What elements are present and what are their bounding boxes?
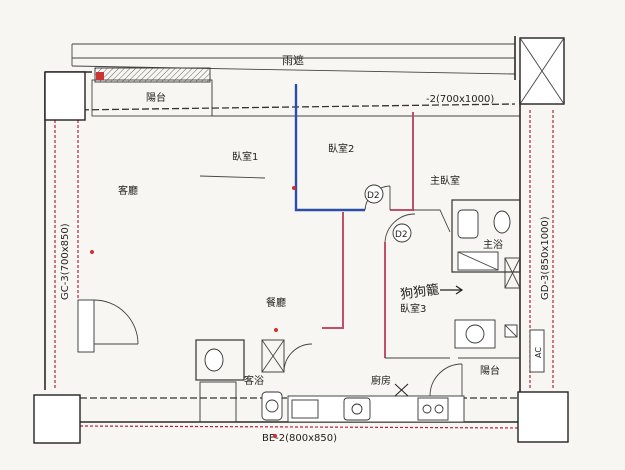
kitchen-counter	[287, 383, 465, 423]
dining-room-label: 餐廳	[266, 296, 286, 309]
canopy-area: 雨遮 陽台	[71, 36, 516, 117]
guest-bath-shaft	[261, 339, 285, 373]
outlet-marker	[274, 328, 278, 332]
master-bath-vent	[504, 257, 521, 289]
top-balcony-rail	[94, 67, 211, 83]
guest-bath-toilet	[204, 348, 224, 372]
door-d2-label-a: D2	[367, 191, 380, 201]
bedroom3-label: 臥室3	[400, 302, 426, 315]
kitchen-label: 廚房	[371, 374, 391, 387]
fridge	[291, 399, 319, 419]
handwritten-note-text: 狗狗籠	[399, 281, 440, 302]
door-d2-bedroom3: D2	[384, 213, 416, 243]
column-bottom-right	[517, 391, 569, 443]
master-bath-toilet	[493, 210, 511, 234]
column-top-left	[44, 71, 86, 121]
bedroom-partitions	[199, 84, 451, 359]
guest-bath-label: 客浴	[244, 374, 264, 387]
master-bath-label: 主浴	[483, 239, 503, 251]
door-d2-bedroom2: D2	[364, 184, 391, 211]
column-left-label: GC-3(700x850)	[60, 223, 71, 300]
entry-door	[77, 299, 139, 353]
outlet-marker	[90, 250, 94, 254]
master-bath-sink	[457, 209, 479, 239]
balcony-door	[429, 357, 520, 397]
guest-bath-shower	[199, 381, 237, 423]
master-bedroom-label: 主臥室	[430, 174, 460, 187]
door-d2-label-b: D2	[395, 230, 408, 240]
column-right-label: GD-3(850x1000)	[540, 216, 551, 300]
living-room-label: 客廳	[118, 184, 138, 197]
bottom-balcony-label: 陽台	[480, 364, 500, 377]
beam-top-label: -2(700x1000)	[426, 94, 494, 105]
handwritten-dog-cage-note: 狗狗籠	[399, 281, 464, 303]
canopy-label: 雨遮	[282, 53, 304, 67]
laundry-area: AC	[454, 319, 545, 373]
bedroom1-label: 臥室1	[232, 150, 258, 163]
beam-bottom-label: BE-2(800x850)	[262, 433, 337, 444]
master-bath	[451, 199, 521, 289]
ac-unit	[529, 329, 545, 373]
guest-bath	[195, 339, 313, 423]
outlet-marker	[273, 434, 277, 438]
cooktop	[417, 397, 449, 421]
ac-unit-label: AC	[534, 347, 543, 358]
top-balcony-label: 陽台	[146, 91, 166, 104]
outlet-marker	[292, 186, 296, 190]
column-bottom-left	[33, 394, 81, 444]
gas-meter-icon	[96, 72, 104, 80]
bedroom2-label: 臥室2	[328, 142, 354, 155]
